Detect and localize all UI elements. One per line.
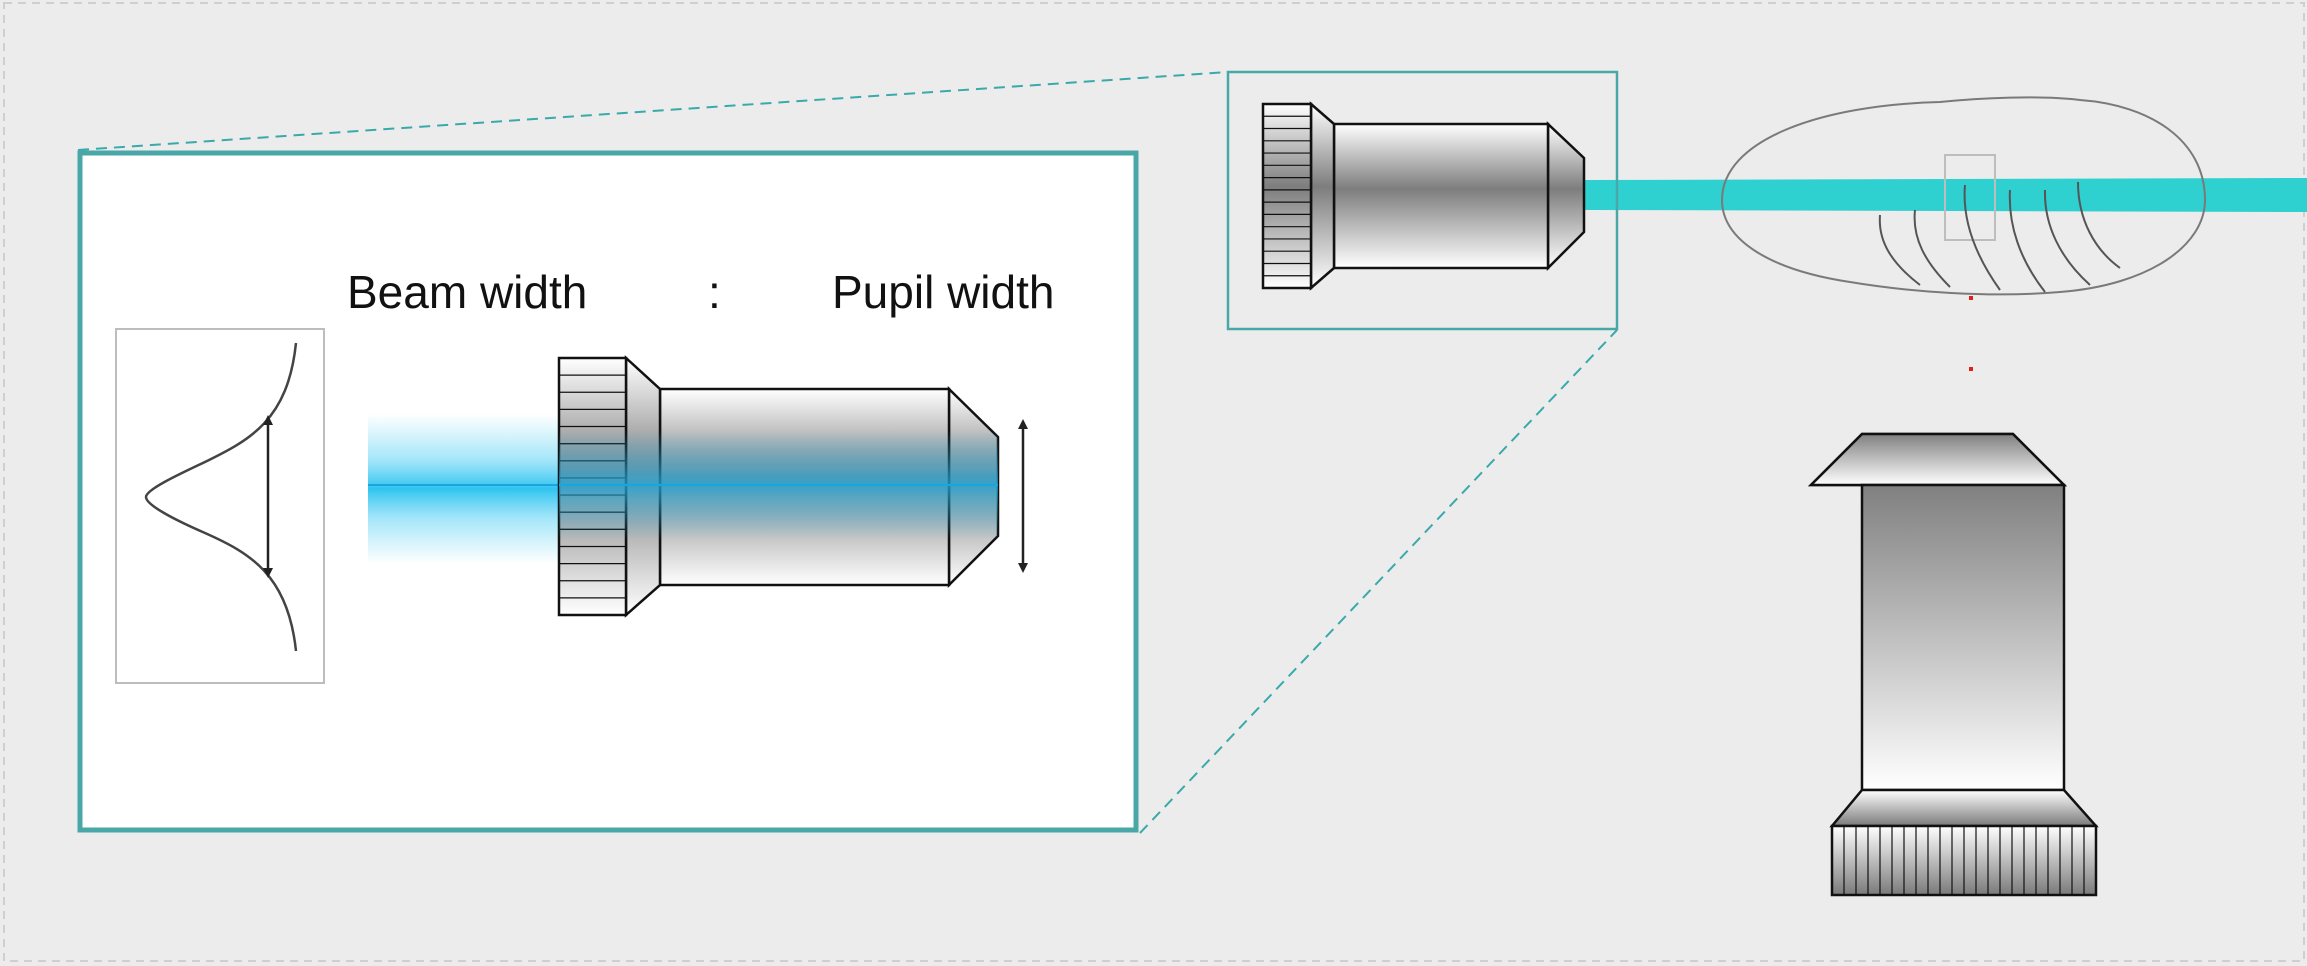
inset-objective-icon: [557, 355, 1000, 618]
ratio-separator: :: [708, 266, 721, 318]
beam-width-label: Beam width: [347, 266, 587, 318]
inset-panel: Beam width : Pupil width: [77, 150, 1139, 833]
zoom-source-box: [1226, 70, 1619, 331]
illumination-objective-icon: [1261, 101, 1586, 291]
pupil-width-label: Pupil width: [832, 266, 1054, 318]
outer-frame: [3, 2, 2305, 962]
sample-organism-icon: [1720, 96, 2207, 296]
gaussian-profile-icon: [115, 328, 325, 684]
zoom-connector: [77, 71, 1618, 834]
detection-objective-icon: [1807, 432, 2099, 897]
